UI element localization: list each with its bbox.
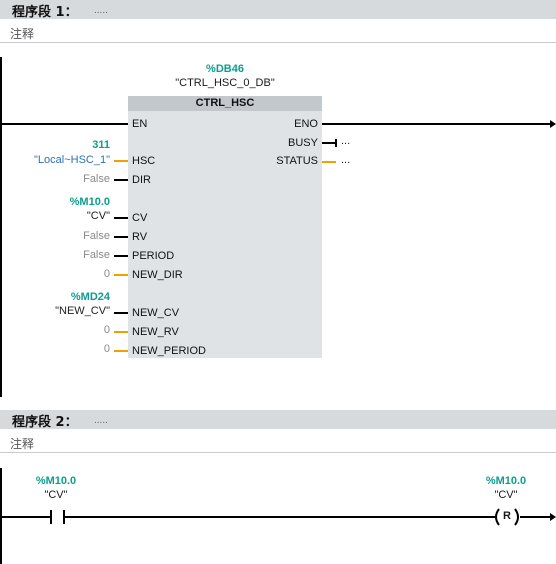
new-rv-wire	[114, 331, 128, 333]
network-2-comment-bar[interactable]: 注释	[0, 432, 556, 453]
coil-parentheses-icon	[495, 508, 519, 526]
rung-arrow-icon	[550, 513, 556, 521]
pin-cv[interactable]: CV	[132, 212, 148, 224]
rung-wire-right	[520, 516, 552, 518]
cv-symbol[interactable]: "CV"	[86, 210, 110, 222]
network-1-title: 程序段 1：	[12, 5, 78, 20]
contact-left-bar[interactable]	[50, 510, 52, 524]
hsc-symbol[interactable]: "Local~HSC_1"	[34, 154, 110, 166]
new-period-wire	[114, 350, 128, 352]
instance-db-name[interactable]: "CTRL_HSC_0_DB"	[175, 77, 275, 89]
pin-dir[interactable]: DIR	[132, 174, 151, 186]
new-dir-operand[interactable]: 0	[103, 268, 110, 280]
rv-wire	[114, 236, 128, 238]
dir-operand[interactable]: False	[83, 173, 110, 185]
network-1-power-rail	[0, 57, 2, 397]
cv-address[interactable]: %M10.0	[69, 196, 110, 208]
network-2-power-rail	[0, 468, 2, 564]
pin-eno[interactable]: ENO	[294, 118, 318, 130]
new-rv-operand[interactable]: 0	[103, 324, 110, 336]
network-1-header[interactable]: 程序段 1： .....	[0, 0, 556, 20]
hsc-wire	[114, 160, 128, 162]
pin-rv[interactable]: RV	[132, 231, 148, 243]
contact-right-bar[interactable]	[63, 510, 65, 524]
rung-wire-middle	[65, 516, 495, 518]
eno-wire-arrow-icon	[550, 120, 556, 128]
new-dir-wire	[114, 274, 128, 276]
pin-new-cv[interactable]: NEW_CV	[132, 307, 180, 319]
coil-address[interactable]: %M10.0	[485, 475, 527, 487]
pin-new-period[interactable]: NEW_PERIOD	[132, 345, 206, 357]
en-wire	[2, 123, 128, 125]
network-1-comment-bar[interactable]: 注释	[0, 22, 556, 43]
network-2-title-dots[interactable]: .....	[94, 415, 108, 426]
dir-wire	[114, 179, 128, 181]
new-cv-address[interactable]: %MD24	[70, 291, 110, 303]
coil-symbol[interactable]: "CV"	[494, 489, 518, 501]
pin-en[interactable]: EN	[132, 118, 148, 130]
network-2-comment: 注释	[10, 437, 35, 451]
pin-busy[interactable]: BUSY	[288, 137, 318, 149]
pin-status[interactable]: STATUS	[276, 155, 318, 167]
pin-period[interactable]: PERIOD	[132, 250, 175, 262]
status-wire	[322, 161, 336, 163]
pin-new-dir[interactable]: NEW_DIR	[132, 269, 183, 281]
network-1-title-dots[interactable]: .....	[94, 5, 108, 16]
busy-operand[interactable]: ...	[341, 135, 351, 147]
network-2-header[interactable]: 程序段 2： .....	[0, 410, 556, 430]
busy-wire-end	[335, 139, 337, 147]
hsc-address[interactable]: 311	[92, 139, 110, 151]
period-operand[interactable]: False	[83, 249, 110, 261]
network-2-title: 程序段 2：	[12, 415, 78, 430]
status-operand[interactable]: ...	[341, 154, 351, 166]
network-1-comment: 注释	[10, 27, 35, 41]
contact-symbol[interactable]: "CV"	[44, 489, 68, 501]
busy-wire	[322, 142, 336, 144]
rv-operand[interactable]: False	[83, 230, 110, 242]
pin-hsc[interactable]: HSC	[132, 155, 156, 167]
reset-coil[interactable]: R	[493, 508, 521, 526]
ctrl-hsc-block[interactable]: CTRL_HSC EN HSC DIR CV RV PERIOD NEW_DIR…	[128, 96, 322, 358]
period-wire	[114, 255, 128, 257]
cv-wire	[114, 217, 128, 219]
instance-db-address[interactable]: %DB46	[206, 63, 244, 75]
contact-address[interactable]: %M10.0	[35, 475, 77, 487]
pin-new-rv[interactable]: NEW_RV	[132, 326, 179, 338]
block-type-title: CTRL_HSC	[128, 96, 322, 111]
coil-type-label: R	[503, 510, 511, 522]
new-cv-wire	[114, 312, 128, 314]
eno-wire	[322, 123, 552, 125]
new-period-operand[interactable]: 0	[103, 343, 110, 355]
rung-wire-left	[2, 516, 50, 518]
new-cv-symbol[interactable]: "NEW_CV"	[55, 305, 110, 317]
